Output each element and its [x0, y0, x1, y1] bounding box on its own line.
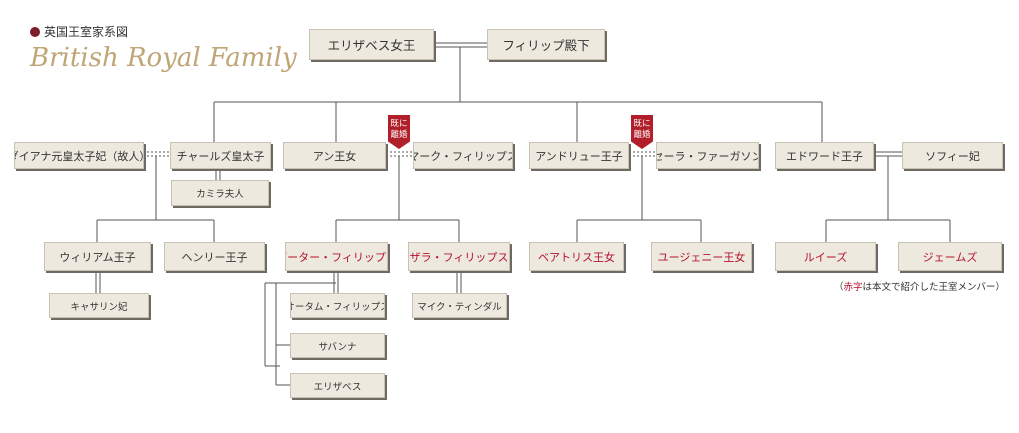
member-elizabeth: エリザベス女王 [309, 29, 434, 60]
member-eugenie: ユージェニー王女 [651, 242, 752, 271]
member-savannah: サバンナ [290, 333, 385, 358]
member-isla: エリザベス [290, 373, 385, 398]
member-beatrice: ベアトリス王女 [529, 242, 624, 271]
title-en: British Royal Family [30, 43, 297, 73]
member-sarah: セーラ・ファーガソン [656, 142, 759, 169]
divorced-badge: 既に離婚 [388, 115, 410, 149]
member-sophie: ソフィー妃 [902, 142, 1003, 169]
member-peter: ピーター・フィリップス [285, 242, 388, 271]
member-james: ジェームズ [898, 242, 1002, 271]
divorced-badge: 既に離婚 [631, 115, 653, 149]
member-camilla: カミラ夫人 [171, 180, 269, 206]
page-title: 英国王室家系図 British Royal Family [30, 23, 297, 73]
member-edward: エドワード王子 [775, 142, 874, 169]
member-louise: ルイーズ [775, 242, 876, 271]
member-harry: ヘンリー王子 [164, 242, 265, 271]
member-catherine: キャサリン妃 [49, 293, 149, 318]
member-mike: マイク・ティンダル [412, 293, 507, 318]
member-diana: ダイアナ元皇太子妃（故人） [14, 142, 144, 169]
member-zara: ザラ・フィリップス [408, 242, 510, 271]
member-mark: マーク・フィリップス [413, 142, 513, 169]
member-autumn: オータム・フィリップス [290, 293, 385, 318]
bullet-icon [30, 27, 40, 37]
member-philip: フィリップ殿下 [487, 29, 605, 60]
member-anne: アン王女 [283, 142, 386, 169]
member-william: ウィリアム王子 [44, 242, 151, 271]
title-jp: 英国王室家系図 [44, 25, 129, 39]
member-charles: チャールズ皇太子 [170, 142, 271, 169]
member-andrew: アンドリュー王子 [529, 142, 629, 169]
legend-note: （赤字は本文で紹介した王室メンバー） [834, 282, 1006, 293]
